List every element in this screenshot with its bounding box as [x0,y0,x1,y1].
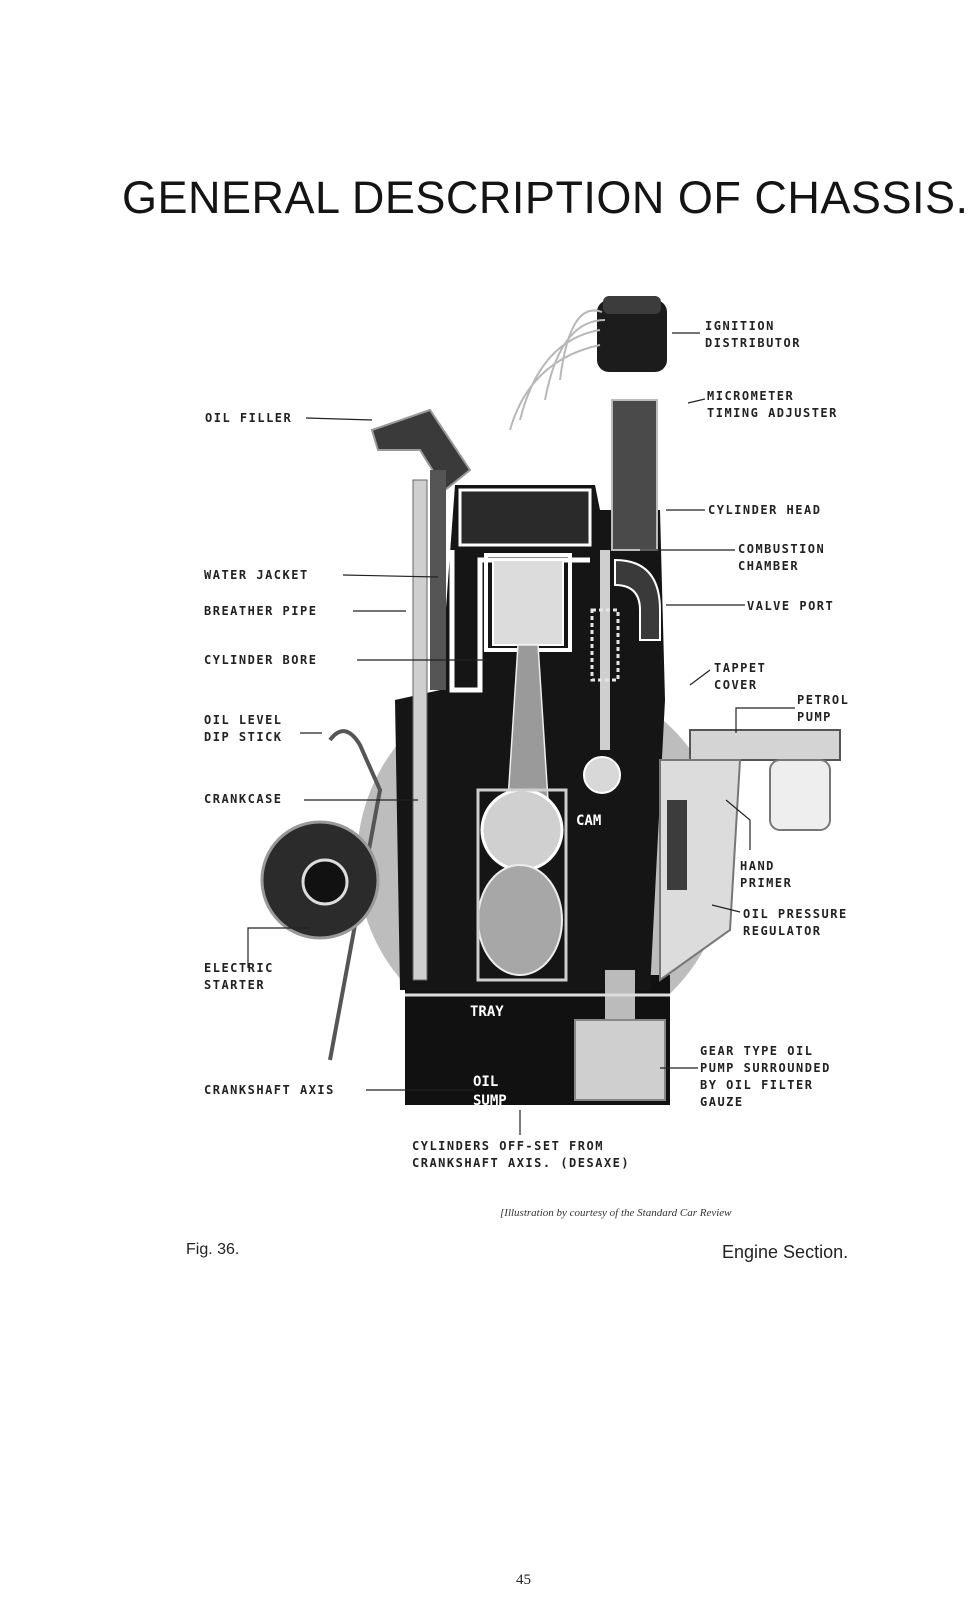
label-cylinder-bore: CYLINDER BORE [204,653,318,667]
piston [492,559,564,646]
breather-pipe [412,479,428,981]
hand-primer [667,800,687,890]
label-cylinders-offset: CYLINDERS OFF-SET FROM CRANKSHAFT AXIS. … [412,1139,631,1170]
label-valve-port: VALVE PORT [747,599,835,613]
petrol-pump-body [689,729,841,761]
label-gear-type-oil-pump: GEAR TYPE OIL PUMP SURROUNDED BY OIL FIL… [700,1044,831,1109]
starter-hub [301,858,349,906]
label-cam: CAM [576,813,602,829]
label-hand-primer: HAND PRIMER [740,859,793,890]
crankshaft-big-end [480,788,564,872]
label-oil-pressure-regulator: OIL PRESSURE REGULATOR [743,907,848,938]
label-micrometer-timing-adjuster: MICROMETER TIMING ADJUSTER [707,389,838,420]
page-title: GENERAL DESCRIPTION OF CHASSIS. [122,172,969,223]
crank-web [477,864,563,976]
page-number: 45 [516,1572,531,1588]
label-oil-level-dip-stick: OIL LEVEL DIP STICK [204,713,283,744]
label-combustion-chamber: COMBUSTION CHAMBER [738,542,826,573]
oil-pump-gauze [574,1019,666,1101]
oil-filler-pipe [370,408,472,492]
figure-number: Fig. 36. [186,1241,240,1258]
label-ignition-distributor: IGNITION DISTRIBUTOR [705,319,801,350]
figure-title: Engine Section. [722,1242,849,1262]
distributor-cap [603,296,661,314]
label-petrol-pump: PETROL PUMP [797,693,850,724]
illustration-credit: [Illustration by courtesy of the Standar… [500,1207,732,1219]
label-electric-starter: ELECTRIC STARTER [204,961,274,992]
distributor-shaft [611,399,658,551]
valve-stem [600,550,610,750]
label-tappet-cover: TAPPET COVER [714,661,767,692]
leader-lines [247,332,795,1135]
label-cylinder-head: CYLINDER HEAD [708,503,822,517]
distributor-body [597,300,667,372]
label-crankcase: CRANKCASE [204,792,283,806]
label-oil-filler: OIL FILLER [205,411,293,425]
label-water-jacket: WATER JACKET [204,568,309,582]
label-crankshaft-axis: CRANKSHAFT AXIS [204,1083,335,1097]
label-tray: TRAY [470,1004,504,1020]
label-breather-pipe: BREATHER PIPE [204,604,318,618]
dip-stick [328,729,383,1061]
oil-filler-tube [430,470,446,690]
ht-leads [509,309,606,431]
valve-port [614,558,661,641]
camshaft [583,756,621,794]
crankcase-frame [476,788,568,982]
valve-spring [590,608,620,682]
petrol-pump-bowl [769,759,831,831]
cylinder-head [458,488,592,547]
label-oil-sump: OIL SUMP [473,1074,507,1109]
